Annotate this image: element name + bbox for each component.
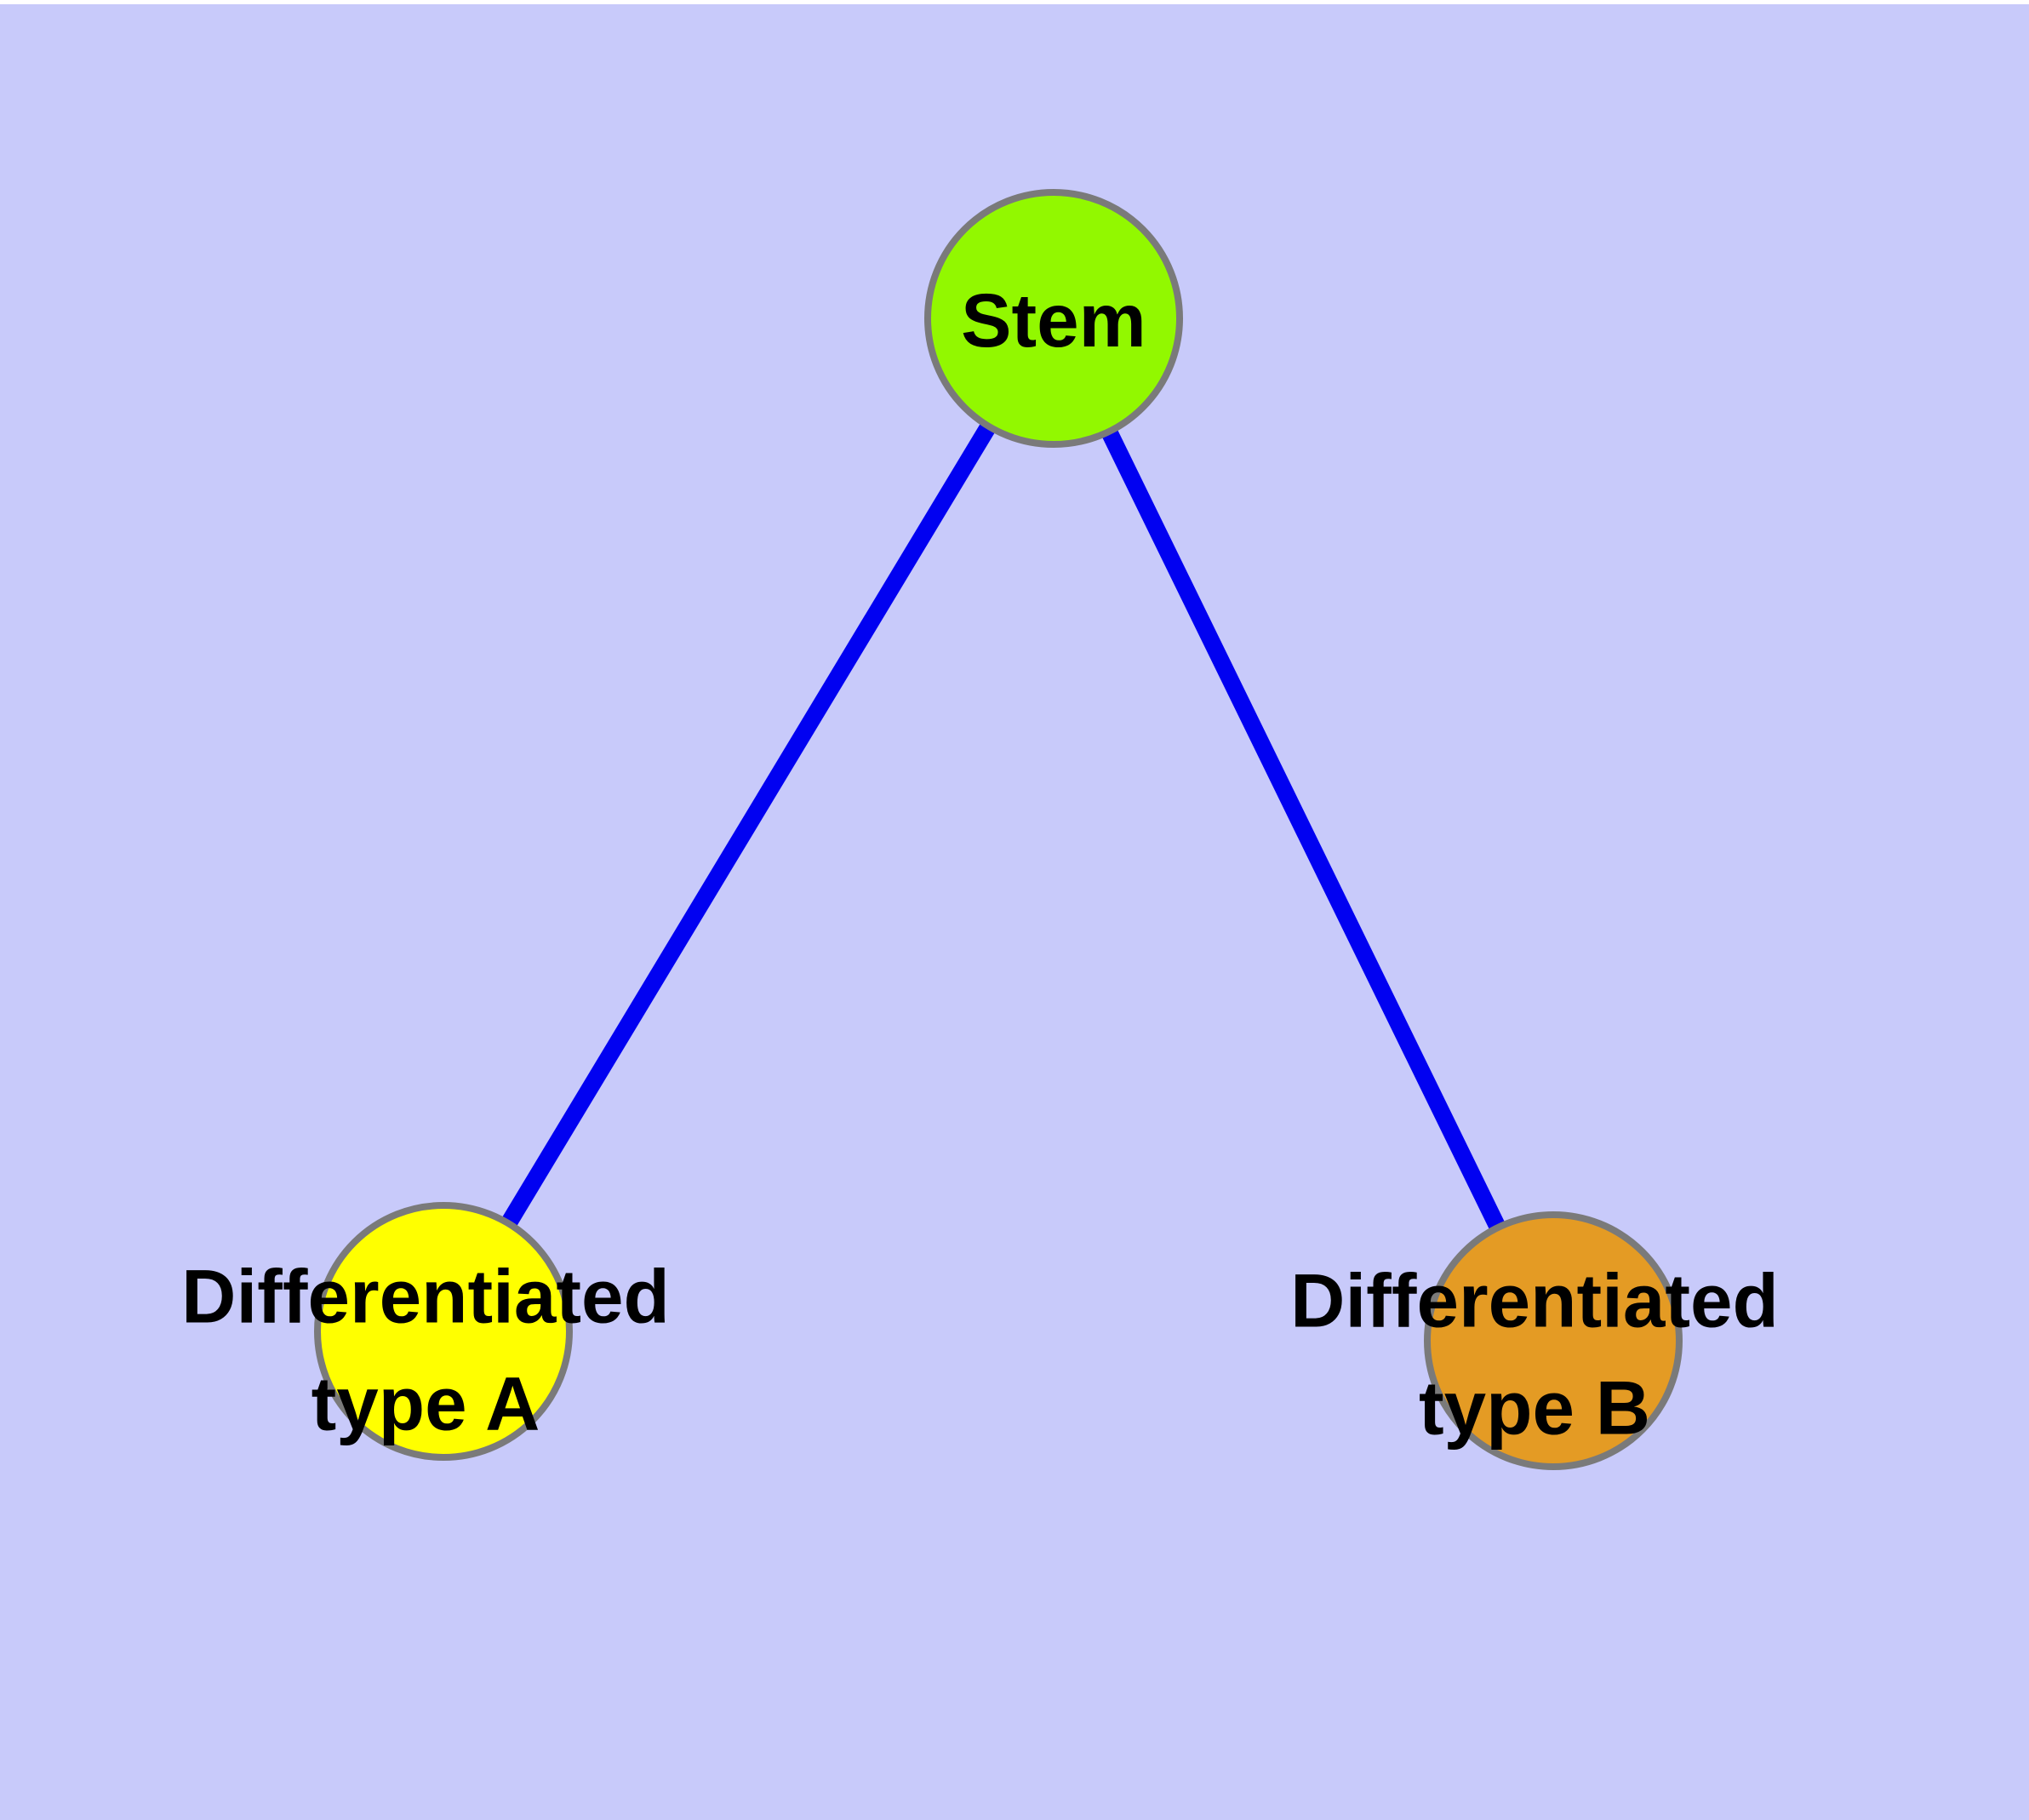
edge-stem-to-type-b <box>1046 314 1561 1345</box>
node-differentiated-type-b <box>1424 1211 1683 1470</box>
node-label-stem: Stem <box>961 266 1146 374</box>
node-differentiated-type-a <box>314 1202 573 1461</box>
node-label-differentiated-type-a: Differentiated type A <box>181 1243 670 1458</box>
figure-top-margin <box>0 0 2029 4</box>
type-a-label-line1: Differentiated <box>181 1253 670 1339</box>
type-b-label-line2: type B <box>1418 1365 1650 1451</box>
edge-stem-to-type-a <box>436 313 1061 1336</box>
stem-label-line1: Stem <box>961 277 1146 363</box>
node-label-differentiated-type-b: Differentiated type B <box>1290 1247 1779 1462</box>
type-a-label-line2: type A <box>311 1361 540 1446</box>
type-b-label-line1: Differentiated <box>1290 1257 1779 1343</box>
node-stem <box>924 189 1183 448</box>
